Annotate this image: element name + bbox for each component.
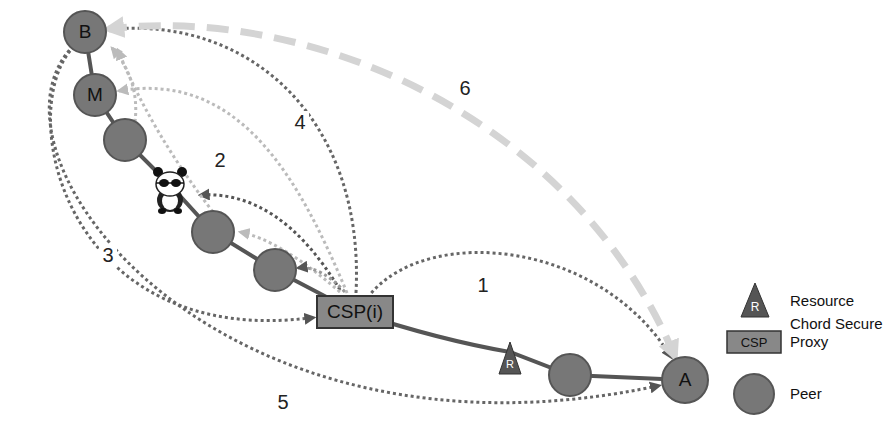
panda-icon (153, 167, 187, 214)
lookup-connector (49, 50, 659, 403)
peer-node: B (63, 10, 107, 54)
callout-number: 2 (211, 149, 228, 172)
callout-number: 6 (456, 77, 473, 100)
peer (254, 249, 296, 291)
node-label: CSP(i) (327, 301, 383, 323)
proxy-box: CSP(i) (316, 295, 394, 329)
node-label: B (79, 21, 92, 43)
peer (104, 119, 146, 161)
callout-number: 4 (291, 111, 308, 134)
legend-peer (734, 374, 774, 414)
lookup-connector (109, 28, 357, 293)
symbol-letter: CSP (741, 335, 768, 350)
chord-ring (85, 32, 685, 380)
symbol-letter: R (506, 358, 514, 370)
legend-resource-triangle (741, 283, 769, 317)
peer (549, 354, 591, 396)
lookup-connector (371, 252, 671, 357)
peer (192, 211, 234, 253)
resource-triangle (499, 342, 521, 374)
lookup-connector (50, 51, 314, 321)
legend-text: Chord Secure Proxy (790, 315, 890, 351)
legend-proxy-box (727, 331, 781, 353)
legend-text: Resource (790, 292, 854, 309)
callout-number: 3 (99, 244, 116, 267)
legend-text: Peer (790, 385, 822, 402)
node-label: A (679, 369, 692, 391)
lookup-arrow (298, 268, 345, 292)
lookup-connector (109, 26, 675, 356)
node-label: M (87, 84, 103, 106)
peer-node: M (73, 73, 117, 117)
callout-number: 5 (274, 391, 291, 414)
peer-node: A (661, 356, 709, 404)
lookup-arrow (112, 48, 136, 122)
symbol-letter: R (751, 300, 760, 314)
callout-number: 1 (474, 274, 491, 297)
